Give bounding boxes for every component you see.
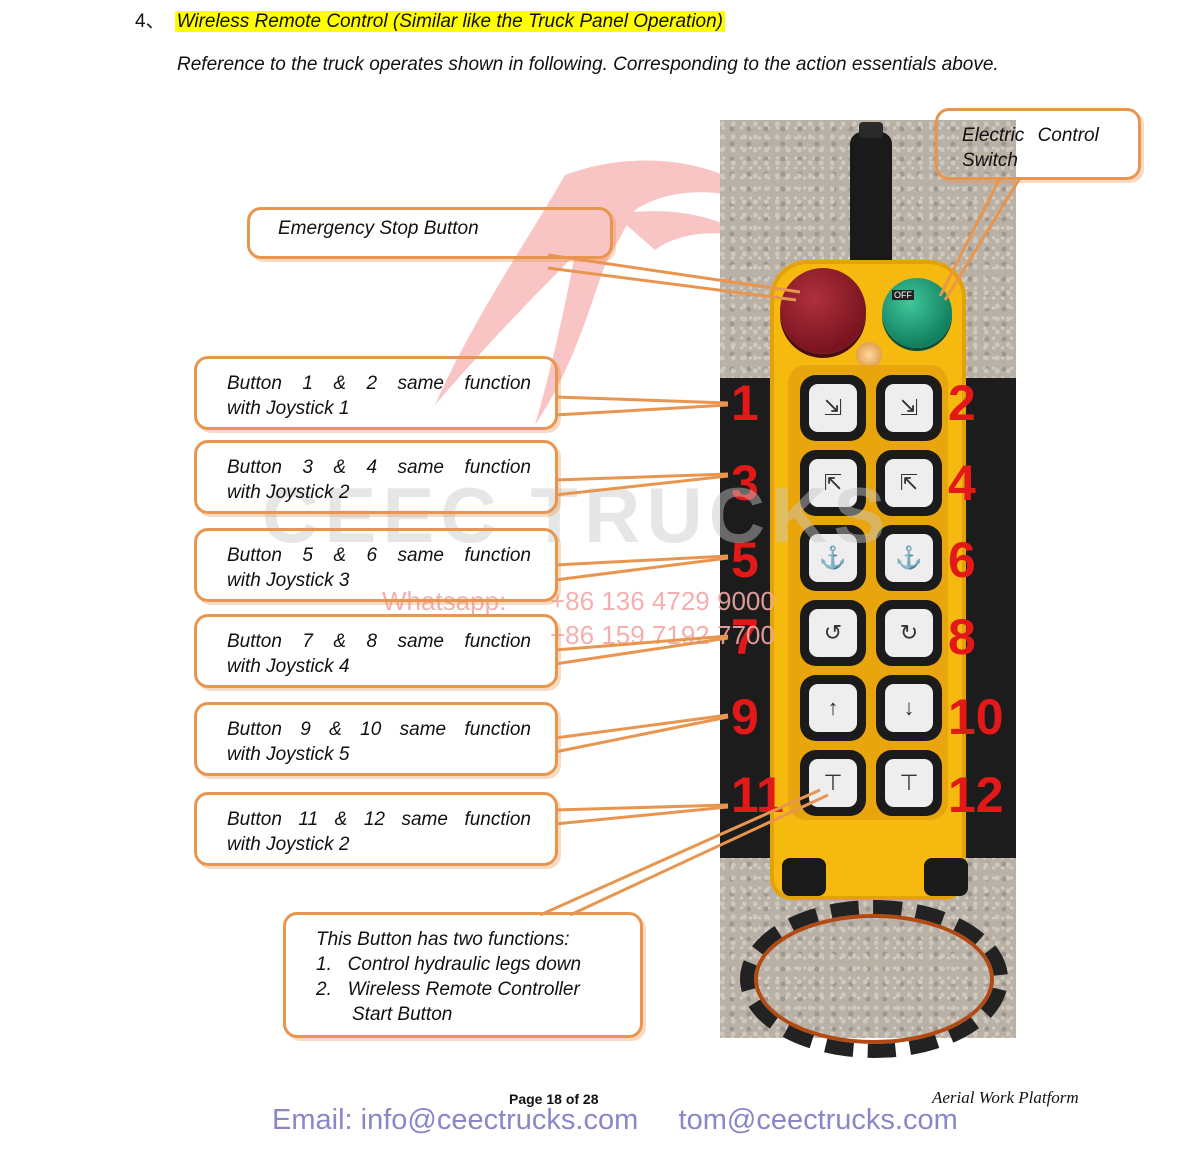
number-label-4: 4 bbox=[948, 455, 976, 511]
crane-icon: ⇱ bbox=[885, 459, 933, 507]
number-label-6: 6 bbox=[948, 532, 976, 588]
crane-icon: ⇱ bbox=[809, 459, 857, 507]
remote-button-2[interactable]: ⇲ bbox=[876, 375, 942, 441]
callout-line: with Joystick 4 bbox=[227, 656, 350, 677]
section-number: 4、 bbox=[135, 11, 165, 32]
number-label-3: 3 bbox=[731, 455, 759, 511]
callout-line: Button 11 & 12 same function bbox=[227, 809, 531, 830]
number-label-1: 1 bbox=[731, 375, 759, 431]
indicator-led bbox=[856, 342, 882, 368]
remote-button-1[interactable]: ⇲ bbox=[800, 375, 866, 441]
section-heading: 4、 Wireless Remote Control (Similar like … bbox=[135, 6, 726, 33]
callout-button-5-6: Button 5 & 6 same function with Joystick… bbox=[194, 528, 558, 602]
remote-button-5[interactable]: ⚓ bbox=[800, 525, 866, 591]
callout-two-functions: This Button has two functions: 1. Contro… bbox=[283, 912, 643, 1038]
callout-line: with Joystick 2 bbox=[227, 834, 350, 855]
outrigger-icon: ↓ bbox=[885, 684, 933, 732]
rotate-icon: ↺ bbox=[809, 609, 857, 657]
emergency-stop-button[interactable] bbox=[780, 268, 866, 354]
remote-button-6[interactable]: ⚓ bbox=[876, 525, 942, 591]
crane-icon: ⇲ bbox=[885, 384, 933, 432]
rotate-icon: ↻ bbox=[885, 609, 933, 657]
switch-label: OFF bbox=[892, 290, 914, 300]
callout-line: with Joystick 1 bbox=[227, 398, 350, 419]
callout-button-7-8: Button 7 & 8 same function with Joystick… bbox=[194, 614, 558, 688]
callout-button-11-12: Button 11 & 12 same function with Joysti… bbox=[194, 792, 558, 866]
callout-line: with Joystick 2 bbox=[227, 482, 350, 503]
callout-line: Button 7 & 8 same function bbox=[227, 631, 531, 652]
callout-line: Button 5 & 6 same function bbox=[227, 545, 531, 566]
number-label-7: 7 bbox=[731, 609, 759, 665]
number-label-12: 12 bbox=[948, 767, 1004, 823]
phone-watermark-2: +86 159 7192 7700 bbox=[550, 620, 775, 650]
outrigger-icon: ↑ bbox=[809, 684, 857, 732]
remote-button-9[interactable]: ↑ bbox=[800, 675, 866, 741]
remote-base bbox=[782, 850, 968, 900]
callout-line: with Joystick 5 bbox=[227, 744, 350, 765]
contact-email[interactable]: Email: info@ceectrucks.com tom@ceectruck… bbox=[272, 1104, 958, 1136]
callout-button-1-2: Button 1 & 2 same function with Joystick… bbox=[194, 356, 558, 430]
remote-button-7[interactable]: ↺ bbox=[800, 600, 866, 666]
phone-watermark-1: +86 136 4729 9000 bbox=[550, 586, 775, 616]
callout-button-9-10: Button 9 & 10 same function with Joystic… bbox=[194, 702, 558, 776]
number-label-9: 9 bbox=[731, 689, 759, 745]
legs-up-icon: ⊤ bbox=[885, 759, 933, 807]
callout-intro: This Button has two functions: bbox=[316, 929, 570, 950]
remote-button-3[interactable]: ⇱ bbox=[800, 450, 866, 516]
brand-watermark: CEEC TRUCKS bbox=[262, 471, 892, 559]
remote-button-12[interactable]: ⊤ bbox=[876, 750, 942, 816]
callout-item-2: 2. Wireless Remote Controller bbox=[316, 979, 580, 1000]
callout-emergency-stop-text: Emergency Stop Button bbox=[278, 218, 479, 239]
hook-icon: ⚓ bbox=[885, 534, 933, 582]
remote-button-11[interactable]: ⊤ bbox=[800, 750, 866, 816]
callout-line: with Joystick 3 bbox=[227, 570, 350, 591]
callout-emergency-stop: Emergency Stop Button bbox=[247, 207, 613, 259]
callout-line: Button 9 & 10 same function bbox=[227, 719, 531, 740]
remote-button-4[interactable]: ⇱ bbox=[876, 450, 942, 516]
button-panel: ⇲ ⇲ ⇱ ⇱ ⚓ ⚓ ↺ ↻ ↑ ↓ ⊤ ⊤ bbox=[788, 365, 948, 820]
remote-button-10[interactable]: ↓ bbox=[876, 675, 942, 741]
callout-button-3-4: Button 3 & 4 same function with Joystick… bbox=[194, 440, 558, 514]
callout-electric-switch: Electric Control Switch bbox=[935, 108, 1141, 180]
remote-button-8[interactable]: ↻ bbox=[876, 600, 942, 666]
remote-control-photo: OFF ⇲ ⇲ ⇱ ⇱ ⚓ ⚓ ↺ ↻ ↑ ↓ ⊤ ⊤ bbox=[720, 120, 1016, 1058]
number-label-10: 10 bbox=[948, 689, 1004, 745]
number-label-8: 8 bbox=[948, 609, 976, 665]
number-label-5: 5 bbox=[731, 532, 759, 588]
crane-icon: ⇲ bbox=[809, 384, 857, 432]
section-title: Wireless Remote Control (Similar like th… bbox=[174, 11, 726, 32]
hook-icon: ⚓ bbox=[809, 534, 857, 582]
electric-control-switch[interactable]: OFF bbox=[882, 278, 952, 348]
page-number: Page 18 of 28 bbox=[509, 1091, 599, 1107]
callout-line: Button 1 & 2 same function bbox=[227, 373, 531, 394]
callout-item-2-cont: Start Button bbox=[352, 1004, 453, 1025]
callout-item-1: 1. Control hydraulic legs down bbox=[316, 954, 582, 975]
callout-electric-switch-text: Electric Control Switch bbox=[962, 125, 1099, 171]
number-label-2: 2 bbox=[948, 375, 976, 431]
callout-line: Button 3 & 4 same function bbox=[227, 457, 531, 478]
running-title: Aerial Work Platform bbox=[932, 1088, 1079, 1107]
intro-paragraph: Reference to the truck operates shown in… bbox=[177, 54, 999, 75]
